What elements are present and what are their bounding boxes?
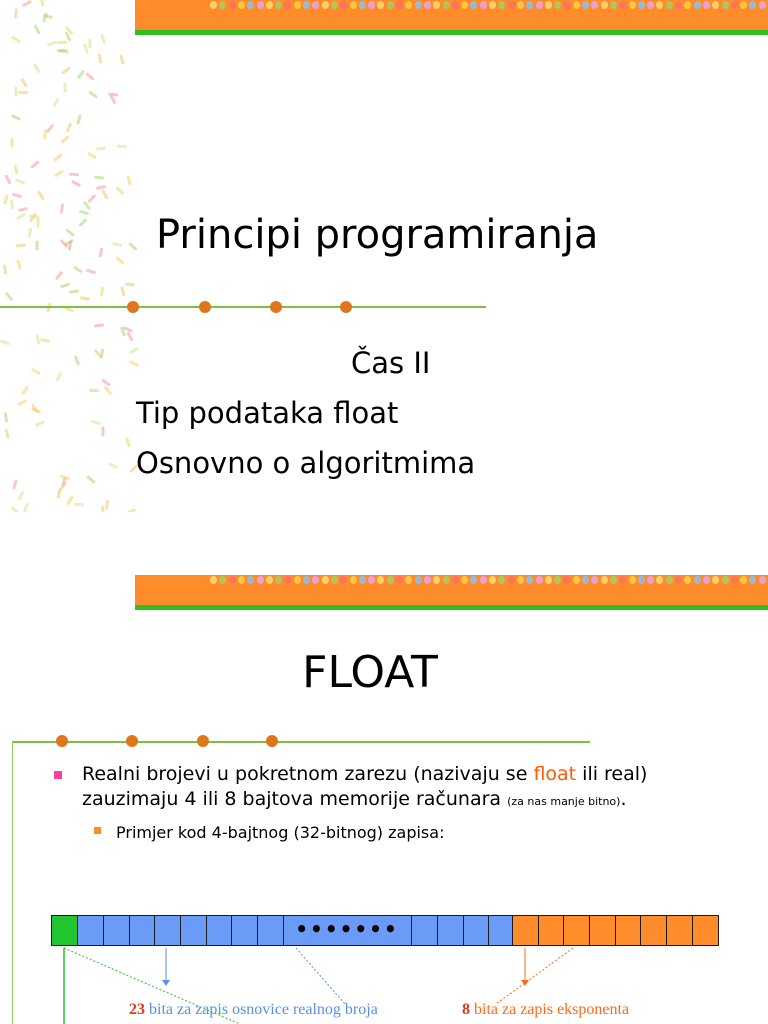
bit-cell [615, 915, 641, 946]
bit-cell [180, 915, 207, 946]
slide-1: Principi programiranja Čas II Tip podata… [0, 0, 768, 512]
small-note: (za nas manje bitno) [507, 795, 621, 808]
bullet-square-icon [54, 771, 62, 779]
slide-title: FLOAT [302, 647, 438, 698]
divider-dot [266, 735, 278, 747]
divider-dot [197, 735, 209, 747]
subtitle-session: Čas II [351, 346, 431, 380]
slide-title: Principi programiranja [156, 212, 599, 258]
top-banner [135, 575, 768, 611]
bit-cell [512, 915, 539, 946]
divider-dot [126, 735, 138, 747]
bit-cell [51, 915, 78, 946]
bit-cell [463, 915, 489, 946]
bullet-square-icon [94, 827, 101, 834]
sub-bullet-item: Primjer kod 4-bajtnog (32-bitnog) zapisa… [94, 820, 444, 845]
bit-cell [283, 915, 412, 946]
frame-line [12, 741, 13, 1024]
divider-dot [199, 301, 211, 313]
bullet-item: Realni brojevi u pokretnom zarezu (naziv… [54, 762, 682, 814]
bit-cell [692, 915, 719, 946]
bit-arrows [63, 947, 574, 1024]
bit-cell [437, 915, 464, 946]
highlight-float: float [533, 763, 577, 785]
bit-cell [538, 915, 564, 946]
bit-cell [640, 915, 667, 946]
bit-cell [666, 915, 693, 946]
slide-2: FLOAT Realni brojevi u pokretnom zarezu … [0, 575, 768, 1024]
confetti-decoration [0, 0, 140, 512]
bit-cell [129, 915, 155, 946]
bit-ellipsis: ••••••• [295, 917, 399, 941]
bit-cell [231, 915, 258, 946]
bit-cell [154, 915, 181, 946]
bit-cell [206, 915, 232, 946]
bit-cell [103, 915, 130, 946]
divider-dot [127, 301, 139, 313]
bit-cell [411, 915, 438, 946]
exponent-caption: 8 bita za zapis eksponenta [462, 1001, 630, 1018]
divider-dot [270, 301, 282, 313]
divider-dot [340, 301, 352, 313]
divider-line [12, 741, 590, 743]
divider-dot [56, 735, 68, 747]
top-banner [135, 0, 768, 36]
bit-cell [488, 915, 513, 946]
subtitle-topic-1: Tip podataka float [136, 396, 399, 430]
bit-cell [77, 915, 104, 946]
bit-cell [563, 915, 590, 946]
divider-line [0, 306, 486, 308]
subtitle-topic-2: Osnovno o algoritmima [136, 446, 476, 480]
bit-cell [257, 915, 284, 946]
bit-cell [589, 915, 616, 946]
mantissa-caption: 23 bita za zapis osnovice realnog broja [129, 1001, 378, 1018]
